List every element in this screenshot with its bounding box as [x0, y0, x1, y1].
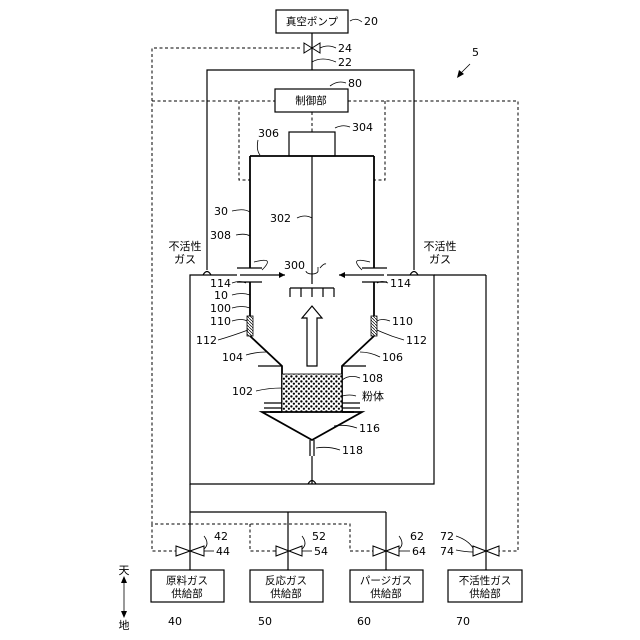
ref-110-right: 110	[392, 315, 413, 328]
filter-left	[247, 316, 253, 336]
purge-gas-supply-label-1: パージガス	[360, 575, 412, 587]
gas-inlet-right	[339, 260, 387, 282]
ref-104: 104	[222, 351, 243, 364]
filter-right	[371, 316, 377, 336]
ref-302: 302	[270, 212, 291, 225]
ref-52: 52	[312, 530, 326, 543]
inert-gas-right-label-1: 不活性	[424, 239, 457, 253]
source-gas-supply-label-1: 原料ガス	[166, 574, 208, 587]
ref-20: 20	[364, 15, 378, 28]
ref-54: 54	[314, 545, 328, 558]
ref-106: 106	[382, 351, 403, 364]
ref-22: 22	[338, 56, 352, 69]
top-label: 天	[119, 564, 130, 577]
reaction-gas-supply-label-1: 反応ガス	[265, 574, 307, 587]
ref-116: 116	[359, 422, 380, 435]
inert-gas-supply-label-2: 供給部	[469, 587, 501, 600]
motor-box	[289, 132, 335, 156]
flow-arrow-icon	[302, 306, 322, 366]
ref-30: 30	[214, 205, 228, 218]
ref-108: 108	[362, 372, 383, 385]
ref-70: 70	[456, 615, 470, 628]
reaction-gas-supply-label-2: 供給部	[270, 587, 302, 600]
inert-gas-right-label-2: ガス	[429, 253, 451, 266]
inert-gas-left-label-1: 不活性	[169, 239, 202, 253]
ref-306: 306	[258, 127, 279, 140]
ref-114-right: 114	[390, 277, 411, 290]
ref-50: 50	[258, 615, 272, 628]
powder-label: 粉体	[362, 389, 384, 403]
ref-40: 40	[168, 615, 182, 628]
powder-bed	[282, 374, 342, 412]
inert-gas-left-label-2: ガス	[174, 253, 196, 266]
stirrer-shaft	[290, 156, 334, 297]
ref-74: 74	[440, 545, 454, 558]
valve-54-icon	[276, 546, 302, 556]
ref-5: 5	[472, 46, 479, 59]
ref-64: 64	[412, 545, 426, 558]
ref-80: 80	[348, 77, 362, 90]
ref-10: 10	[214, 289, 228, 302]
supply-piping	[190, 275, 486, 570]
purge-gas-supply-label-2: 供給部	[370, 587, 402, 600]
bottom-label: 地	[119, 619, 130, 632]
ref-110-left: 110	[210, 315, 231, 328]
ref-300: 300	[284, 259, 305, 272]
ref-112-left: 112	[196, 334, 217, 347]
ref-112-right: 112	[406, 334, 427, 347]
gas-inlet-left	[237, 260, 285, 282]
ref-118: 118	[342, 444, 363, 457]
ref-72: 72	[440, 530, 454, 543]
ref-62: 62	[410, 530, 424, 543]
ref-24: 24	[338, 42, 352, 55]
ref-60: 60	[357, 615, 371, 628]
inert-gas-supply-label-1: 不活性ガス	[459, 574, 512, 587]
ref-100: 100	[210, 302, 231, 315]
vacuum-pump-label: 真空ポンプ	[286, 15, 339, 28]
source-gas-supply-label-2: 供給部	[171, 587, 203, 600]
ref-44: 44	[216, 545, 230, 558]
ref-308: 308	[210, 229, 231, 242]
ref-102: 102	[232, 385, 253, 398]
orientation-arrow-icon	[121, 576, 127, 618]
ref-42: 42	[214, 530, 228, 543]
control-unit-label: 制御部	[295, 94, 327, 107]
ref-304: 304	[352, 121, 373, 134]
